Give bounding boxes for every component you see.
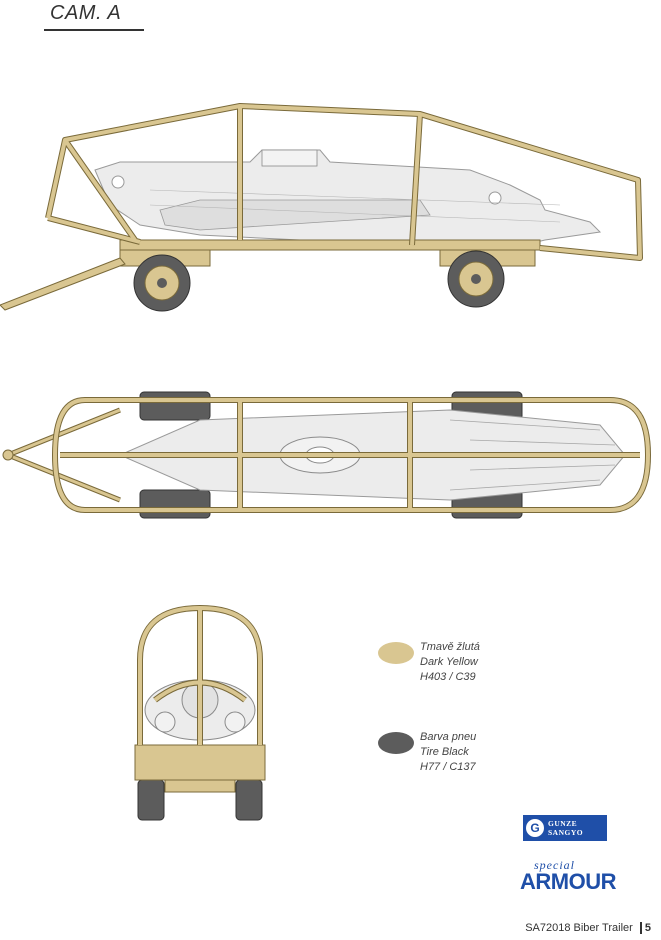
dark-yellow-swatch: [378, 642, 414, 664]
product-name: Biber Trailer: [573, 922, 633, 934]
legend-tire-black: Barva pneu Tire Black H77 / C137: [420, 730, 476, 775]
title-underline: [44, 29, 144, 31]
product-code: SA72018: [525, 922, 571, 934]
legend-label-cz: Barva pneu: [420, 731, 477, 743]
legend-label-en: Dark Yellow: [420, 656, 478, 668]
side-wheel-front: [133, 254, 191, 312]
page-number: 5: [639, 922, 651, 934]
legend-dark-yellow: Tmavě žlutá Dark Yellow H403 / C39: [420, 640, 480, 685]
front-view: [134, 604, 266, 821]
sa-logo-top: special: [534, 858, 575, 872]
side-hull: [94, 149, 602, 247]
gunze-mark-icon: G: [526, 819, 544, 837]
top-view: [2, 391, 651, 519]
side-view: [0, 103, 643, 312]
page-title: CAM. A: [50, 2, 122, 24]
sa-logo-bottom: ARMOUR: [520, 869, 617, 894]
side-wheel-rear: [447, 250, 505, 308]
page-footer: SA72018 Biber Trailer 5: [525, 922, 651, 934]
gunze-line2: SANGYO: [548, 828, 584, 837]
special-armour-logo: special ARMOUR: [520, 858, 617, 894]
legend-label-cz: Tmavě žlutá: [420, 641, 480, 653]
legend-label-en: Tire Black: [420, 746, 469, 758]
gunze-line1: GUNZE: [548, 819, 578, 828]
gunze-sangyo-logo: G GUNZE SANGYO: [523, 815, 607, 841]
legend-code: H77 / C137: [420, 761, 476, 773]
legend-code: H403 / C39: [420, 671, 476, 683]
tire-black-swatch: [378, 732, 414, 754]
